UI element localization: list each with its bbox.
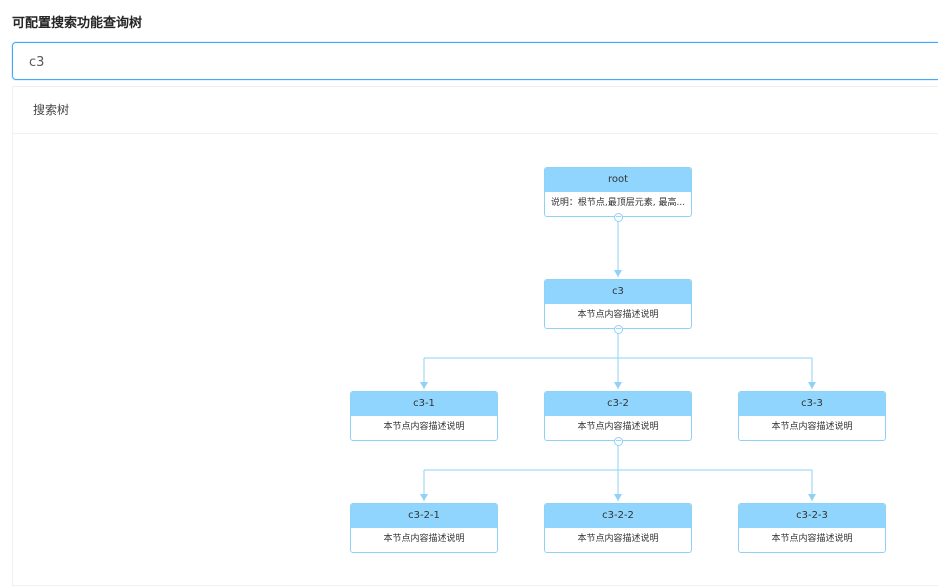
page-title: 可配置搜索功能查询树 [12,16,143,31]
node-description: 本节点内容描述说明 [771,422,853,432]
tree-card: 搜索树 root 说明：根节点,最顶层元素, 最高... − c3 本节点内容描… [12,86,938,586]
node-title: c3-2 [545,392,691,416]
search-box[interactable] [12,42,938,81]
node-title: c3-2-3 [739,504,885,528]
node-description: 本节点内容描述说明 [383,534,465,544]
tree-node-c3-2-2[interactable]: c3-2-2 本节点内容描述说明 [544,503,692,553]
collapse-toggle-icon[interactable]: − [614,212,623,222]
card-header: 搜索树 [13,87,938,134]
node-title: c3-3 [739,392,885,416]
collapse-toggle-icon[interactable]: − [614,436,623,446]
node-title: c3-2-2 [545,504,691,528]
tree-node-c3[interactable]: c3 本节点内容描述说明 [544,279,692,329]
tree-edges [420,221,816,501]
collapse-toggle-icon[interactable]: − [614,324,623,334]
node-title: root [545,168,691,192]
search-input[interactable] [27,43,911,81]
tree-node-root[interactable]: root 说明：根节点,最顶层元素, 最高... [544,167,692,217]
tree-node-c3-3[interactable]: c3-3 本节点内容描述说明 [738,391,886,441]
node-title: c3-1 [351,392,497,416]
card-title: 搜索树 [33,103,70,117]
node-description: 本节点内容描述说明 [771,534,853,544]
node-title: c3 [545,280,691,304]
node-description: 本节点内容描述说明 [383,422,465,432]
node-title: c3-2-1 [351,504,497,528]
tree-node-c3-2-1[interactable]: c3-2-1 本节点内容描述说明 [350,503,498,553]
tree-node-c3-2[interactable]: c3-2 本节点内容描述说明 [544,391,692,441]
tree-node-c3-1[interactable]: c3-1 本节点内容描述说明 [350,391,498,441]
node-description: 本节点内容描述说明 [577,534,659,544]
tree-node-c3-2-3[interactable]: c3-2-3 本节点内容描述说明 [738,503,886,553]
